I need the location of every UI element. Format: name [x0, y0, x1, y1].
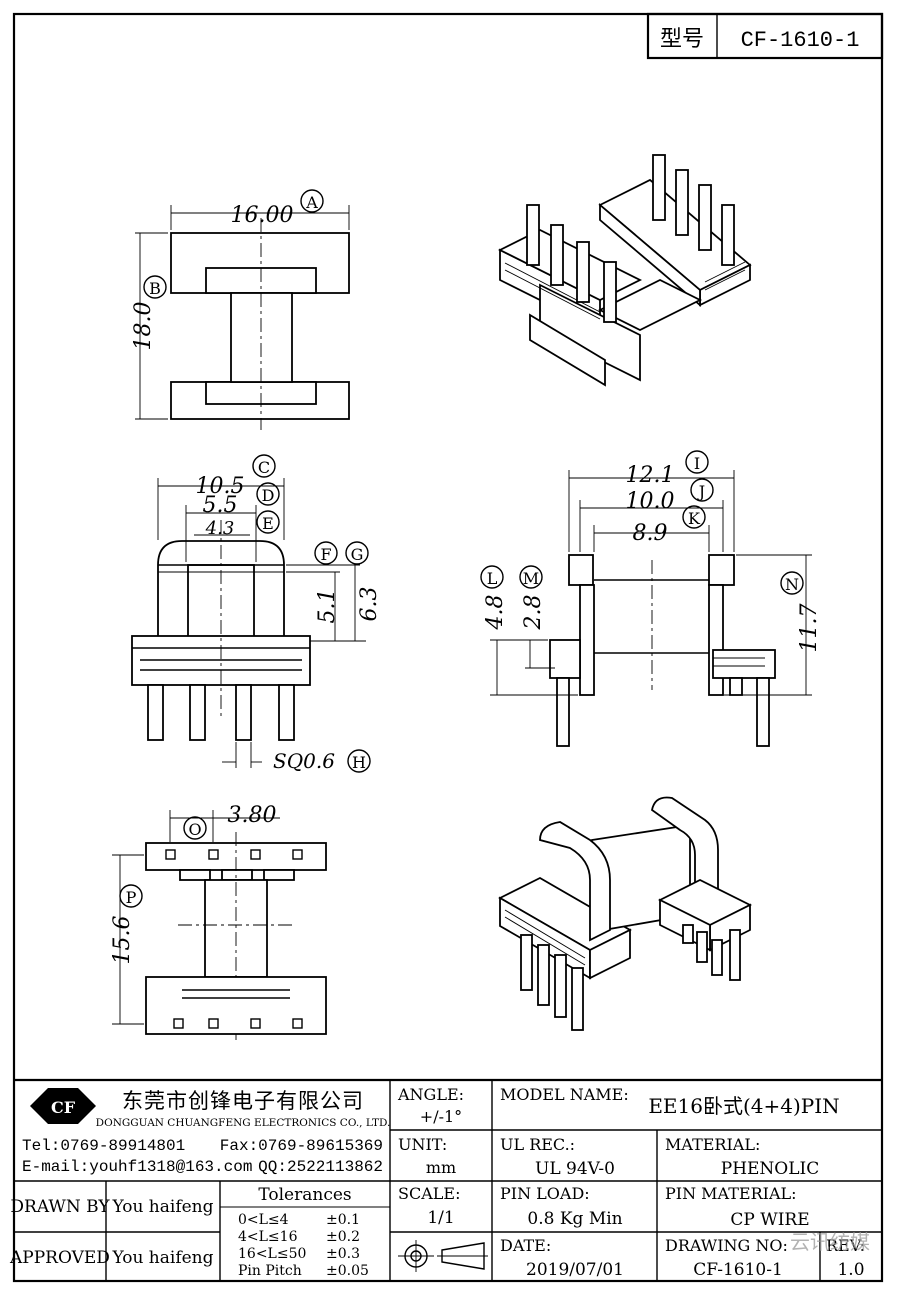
pin-material-value: CP WIRE	[730, 1210, 809, 1230]
tolerances-title: Tolerances	[258, 1185, 351, 1205]
model-name-value: EE16卧式(4+4)PIN	[648, 1094, 839, 1118]
iso-view-bottom	[498, 796, 753, 1031]
dim-i-tag: I	[694, 454, 700, 473]
dim-n-tag: N	[785, 575, 799, 594]
tol-value-3: ±0.3	[326, 1246, 360, 1262]
material-label: MATERIAL:	[665, 1135, 760, 1154]
sheet-border	[12, 12, 884, 1283]
company-fax: Fax:0769-89615369	[220, 1137, 383, 1155]
company-name-en: DONGGUAN CHUANGFENG ELECTRONICS CO., LTD…	[96, 1117, 391, 1129]
ul-rec-value: UL 94V-0	[535, 1159, 615, 1179]
dim-51-value: 5.1	[315, 589, 340, 624]
approved-value: You haifeng	[111, 1248, 213, 1268]
drawing-no-value: CF-1610-1	[693, 1260, 783, 1280]
tol-value-4: ±0.05	[326, 1263, 369, 1279]
rev-label: REV:	[826, 1236, 865, 1255]
dim-k-value: 8.9	[633, 521, 668, 546]
dim-m-value: 2.8	[521, 595, 546, 631]
dim-e-value: 4.3	[205, 518, 235, 539]
bottom-view: 3.80 O 15.6 P	[110, 803, 327, 1040]
date-label: DATE:	[500, 1236, 551, 1255]
drawn-by-label: DRAWN BY	[10, 1197, 110, 1217]
tol-range-3: 16<L≤50	[238, 1246, 306, 1262]
model-label: 型号	[660, 27, 704, 52]
rev-value: 1.0	[837, 1260, 864, 1280]
unit-label: UNIT:	[398, 1135, 447, 1154]
dim-m-tag: M	[523, 569, 539, 588]
company-logo	[30, 1088, 96, 1124]
model-name-label: MODEL NAME:	[500, 1085, 629, 1104]
dim-j-value: 10.0	[626, 489, 675, 514]
title-block: CF 东莞市创锋电子有限公司 DONGGUAN CHUANGFENG ELECT…	[9, 1078, 882, 1281]
material-value: PHENOLIC	[721, 1159, 820, 1179]
company-logo-text: CF	[51, 1098, 76, 1117]
dim-d-tag: D	[262, 486, 275, 505]
dim-c-value: 10.5	[196, 474, 245, 499]
side-view: 12.1 I 10.0 J 8.9 K L M 4.8 2.8 N 11.7	[480, 450, 822, 747]
tol-range-4: Pin Pitch	[238, 1263, 302, 1279]
drawing-no-label: DRAWING NO:	[665, 1236, 788, 1255]
third-angle-projection-icon	[398, 1240, 488, 1272]
pin-material-label: PIN MATERIAL:	[665, 1184, 797, 1203]
title-block-top: 型号 CF-1610-1	[646, 12, 884, 60]
scale-value: 1/1	[427, 1208, 454, 1228]
dim-n-value: 11.7	[797, 604, 822, 653]
angle-label: ANGLE:	[397, 1085, 464, 1104]
unit-value: mm	[426, 1158, 456, 1177]
drawn-by-value: You haifeng	[111, 1197, 213, 1217]
watermark: 云讯纺媒	[790, 1230, 870, 1254]
dim-j-tag: J	[697, 482, 705, 501]
ul-rec-label: UL REC.:	[500, 1135, 575, 1154]
pin-load-label: PIN LOAD:	[500, 1184, 590, 1203]
dim-a-tag: A	[305, 193, 318, 212]
angle-value: +/-1°	[420, 1107, 462, 1126]
dim-l-tag: L	[487, 569, 498, 588]
date-value: 2019/07/01	[526, 1260, 624, 1280]
tol-value-2: ±0.2	[326, 1229, 360, 1245]
top-view: 16.00 A 18.0 B	[131, 189, 350, 430]
dim-e-tag: E	[262, 514, 274, 533]
model-value: CF-1610-1	[741, 28, 860, 53]
dim-a-value: 16.00	[231, 203, 294, 228]
company-name-cn: 东莞市创锋电子有限公司	[122, 1089, 364, 1113]
approved-label: APPROVED	[9, 1248, 110, 1268]
company-tel: Tel:0769-89914801	[22, 1137, 185, 1155]
dim-b-tag: B	[149, 279, 161, 298]
dim-p-tag: P	[126, 888, 137, 907]
tol-range-1: 0<L≤4	[238, 1212, 289, 1228]
company-qq: QQ:2522113862	[258, 1158, 383, 1176]
dim-63-value: 6.3	[357, 587, 382, 622]
pin-load-value: 0.8 Kg Min	[527, 1209, 622, 1229]
scale-label: SCALE:	[398, 1184, 460, 1203]
dim-i-value: 12.1	[626, 463, 675, 488]
dim-sq-value: SQ0.6	[273, 749, 335, 773]
dim-p-value: 15.6	[110, 916, 135, 965]
dim-h-tag: H	[352, 753, 366, 772]
dim-k-tag: K	[688, 509, 701, 528]
dim-b-value: 18.0	[131, 302, 156, 351]
tol-value-1: ±0.1	[326, 1212, 360, 1228]
dim-l-value: 4.8	[483, 595, 508, 631]
dim-f-tag: F	[320, 545, 331, 564]
dim-o-value: 3.80	[228, 803, 277, 828]
dim-c-tag: C	[258, 458, 270, 477]
tol-range-2: 4<L≤16	[238, 1229, 298, 1245]
dim-d-value: 5.5	[203, 493, 238, 518]
company-email: E-mail:youhf1318@163.com	[22, 1158, 252, 1176]
iso-view-top	[497, 154, 752, 387]
dim-o-tag: O	[188, 820, 201, 839]
dim-g-tag: G	[351, 545, 364, 564]
front-view: 10.5 C 5.5 D 4.3 E F G 5.1 6.3 SQ0.6	[131, 454, 382, 773]
